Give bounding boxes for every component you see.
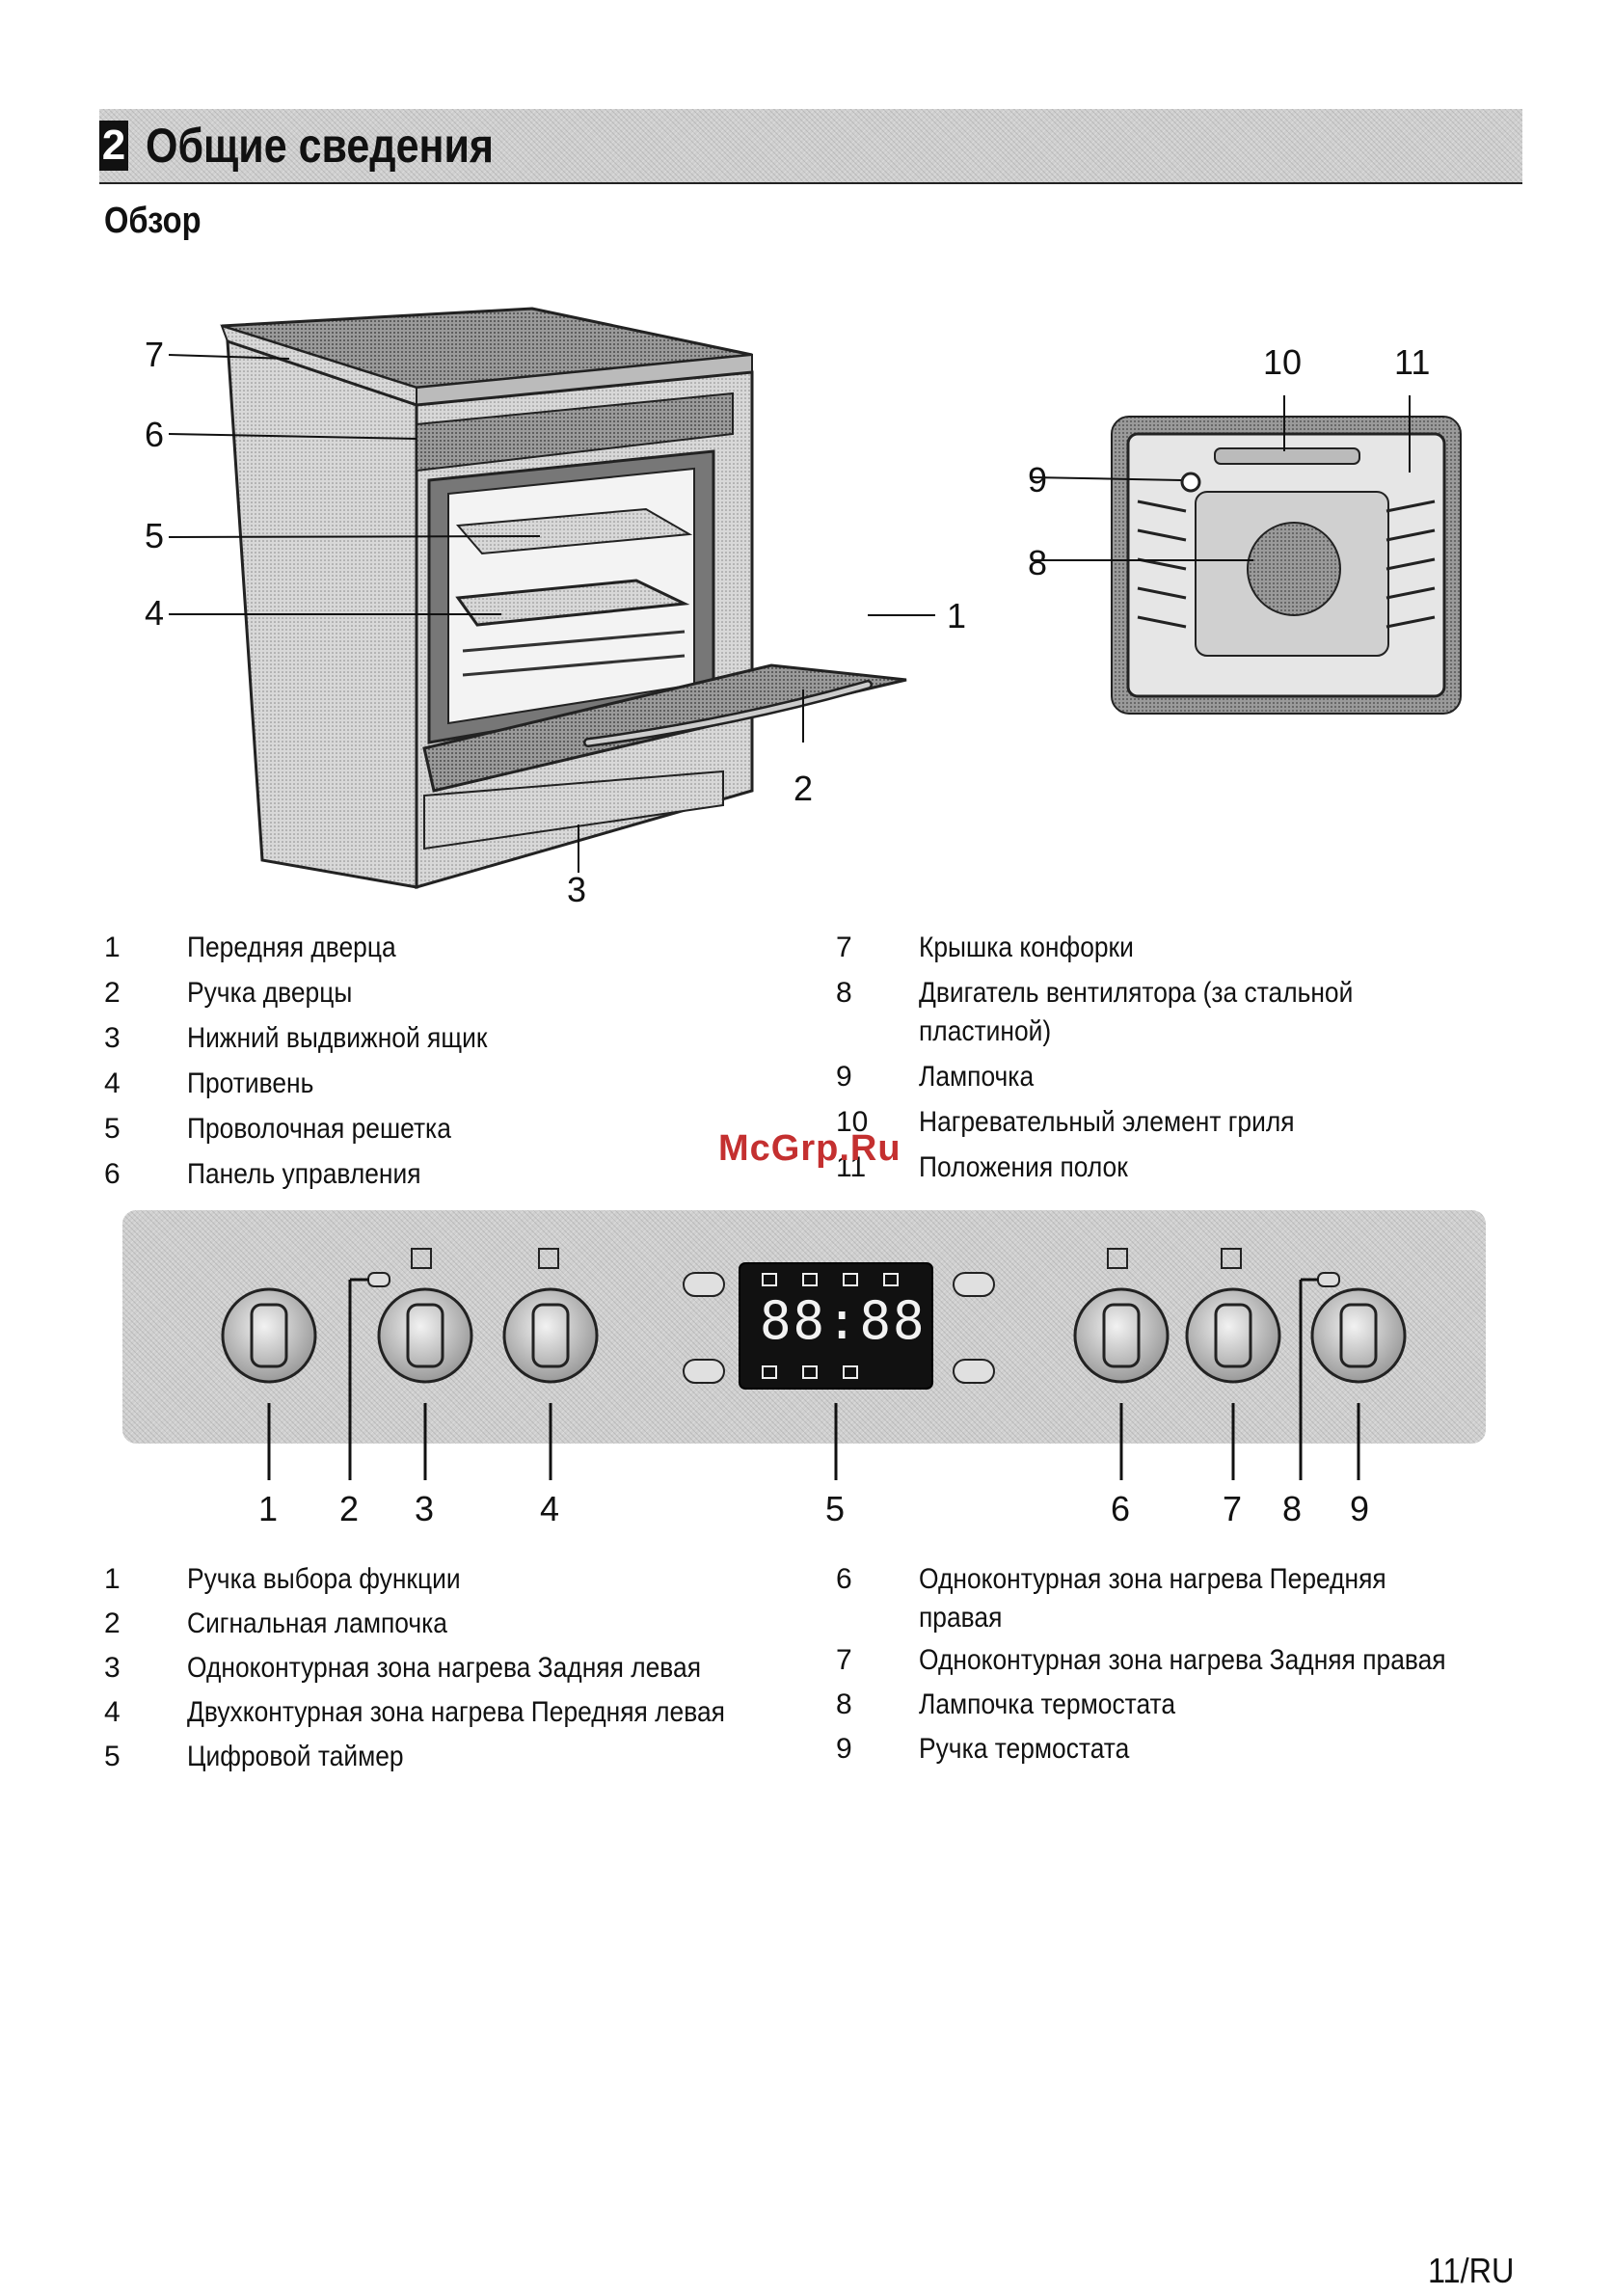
panel-callout-5: 5 [825, 1489, 846, 1528]
oven-callout-6: 6 [145, 415, 165, 454]
legend-text: Нижний выдвижной ящик [187, 1022, 488, 1054]
legend-text: Цифровой таймер [187, 1741, 404, 1772]
knob-front-right [1073, 1287, 1170, 1384]
oven-interior-illustration [1031, 395, 1462, 715]
legend-number: 8 [836, 977, 852, 1009]
legend-number: 4 [104, 1696, 121, 1728]
legend-number: 9 [836, 1733, 852, 1765]
panel-callout-2: 2 [339, 1489, 360, 1528]
interior-callout-8: 8 [1028, 543, 1048, 582]
oven-callout-3: 3 [567, 870, 587, 909]
interior-callout-11: 11 [1394, 342, 1431, 382]
grill-element [1214, 447, 1360, 465]
legend-number: 7 [836, 932, 852, 963]
legend-number: 2 [104, 1607, 121, 1639]
legend-text: Передняя дверца [187, 932, 396, 963]
legend-text: Лампочка [919, 1061, 1035, 1093]
legend-number: 9 [836, 1061, 852, 1093]
oven-illustration [168, 307, 935, 889]
legend-text: Проволочная решетка [187, 1113, 451, 1145]
legend-text: Двухконтурная зона нагрева Передняя лева… [187, 1696, 725, 1728]
control-strip [416, 392, 734, 473]
baking-tray [455, 579, 690, 627]
legend-number: 5 [104, 1741, 121, 1772]
panel-callout-3: 3 [415, 1489, 435, 1528]
legend-text: Одноконтурная зона нагрева Задняя левая [187, 1652, 702, 1684]
interior-callout-9: 9 [1028, 460, 1048, 500]
legend-number: 1 [104, 1563, 121, 1595]
legend-number: 8 [836, 1688, 852, 1720]
panel-callout-6: 6 [1111, 1489, 1131, 1528]
legend-number: 4 [104, 1067, 121, 1099]
legend-number: 7 [836, 1644, 852, 1676]
panel-callout-8: 8 [1282, 1489, 1303, 1528]
legend-text: Панель управления [187, 1158, 421, 1190]
oven-callout-4: 4 [145, 593, 165, 633]
section-number: 2 [99, 121, 128, 171]
legend-number: 10 [836, 1106, 869, 1138]
signal-lamp [367, 1272, 390, 1287]
legend-text: Сигнальная лампочка [187, 1607, 447, 1639]
legend-text: Крышка конфорки [919, 932, 1134, 963]
legend-text: Противень [187, 1067, 314, 1099]
knob-front-left [502, 1287, 599, 1384]
legend-text: Положения полок [919, 1151, 1128, 1183]
legend-number: 2 [104, 977, 121, 1009]
panel-callout-9: 9 [1350, 1489, 1370, 1528]
legend-text: Ручка термостата [919, 1733, 1130, 1765]
legend-text: Двигатель вентилятора (за стальной пласт… [919, 977, 1354, 1047]
timer-display [739, 1262, 933, 1390]
panel-callout-1: 1 [258, 1489, 279, 1528]
legend-number: 3 [104, 1022, 121, 1054]
section-header: 2 Общие сведения [99, 109, 1522, 184]
legend-text: Лампочка термостата [919, 1688, 1176, 1720]
legend-number: 6 [836, 1563, 852, 1595]
legend-text: Одноконтурная зона нагрева Передняя прав… [919, 1563, 1386, 1634]
wire-rack [455, 507, 693, 555]
legend-text: Одноконтурная зона нагрева Задняя правая [919, 1644, 1446, 1676]
page-subtitle: Обзор [104, 201, 202, 241]
legend-number: 3 [104, 1652, 121, 1684]
oven-callout-2: 2 [794, 769, 814, 808]
function-knob [221, 1287, 317, 1384]
panel-callout-7: 7 [1223, 1489, 1243, 1528]
knob-rear-right [1185, 1287, 1281, 1384]
legend-number: 1 [104, 932, 121, 963]
oven-callout-1: 1 [947, 596, 967, 635]
fan-plate [1247, 522, 1341, 616]
thermostat-knob [1310, 1287, 1407, 1384]
interior-callout-10: 10 [1263, 342, 1303, 382]
thermostat-lamp [1317, 1272, 1340, 1287]
section-title: Общие сведения [146, 119, 494, 173]
timer-digits: 88:88 [760, 1290, 927, 1351]
control-panel-drawing [221, 1248, 1407, 1480]
lamp [1180, 472, 1201, 493]
drawer [423, 770, 724, 851]
legend-number: 6 [104, 1158, 121, 1190]
page-number: 11/RU [1427, 2251, 1514, 2290]
knob-rear-left [377, 1287, 473, 1384]
legend-number: 5 [104, 1113, 121, 1145]
oven-callout-5: 5 [145, 516, 165, 555]
panel-callout-4: 4 [540, 1489, 560, 1528]
legend-number: 11 [836, 1151, 867, 1183]
legend-text: Нагревательный элемент гриля [919, 1106, 1295, 1138]
oven-callout-7: 7 [145, 335, 165, 374]
legend-text: Ручка выбора функции [187, 1563, 461, 1595]
legend-text: Ручка дверцы [187, 977, 353, 1009]
watermark: McGrp.Ru [718, 1128, 901, 1169]
